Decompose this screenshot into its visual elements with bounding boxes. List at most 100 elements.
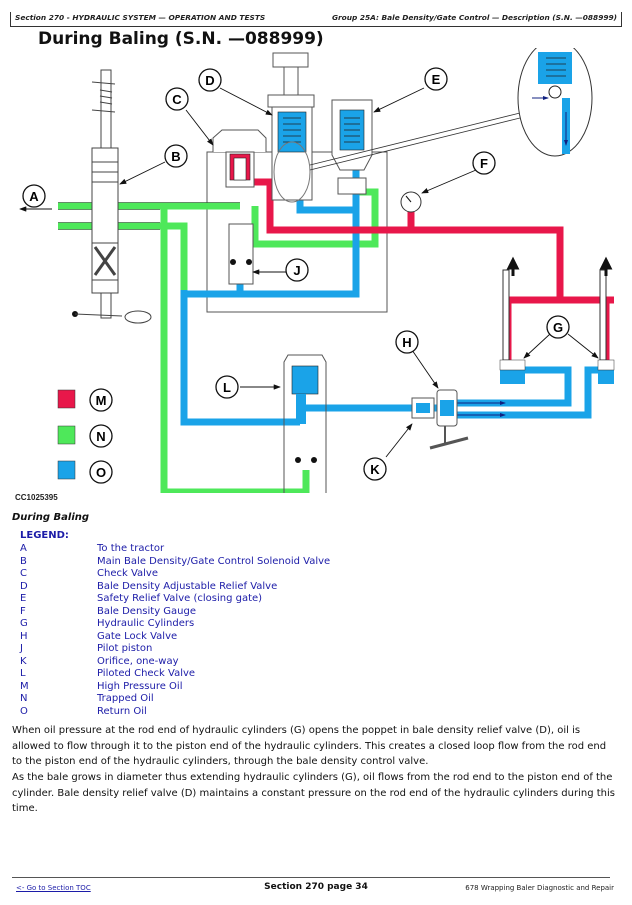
footer-divider (12, 877, 610, 878)
callout-f-label: F (480, 156, 488, 171)
callout-g-label: G (553, 320, 563, 335)
legend-label: Hydraulic Cylinders (97, 618, 195, 629)
check-valve (212, 129, 267, 188)
legend-item: M High Pressure Oil (20, 681, 330, 694)
callout-a: A (22, 184, 46, 208)
legend-key: C (20, 568, 27, 579)
legend-key: N (20, 693, 28, 704)
legend-key: K (20, 655, 27, 667)
callout-h: H (395, 330, 419, 354)
callout-e-label: E (432, 72, 441, 87)
legend-item: L Piloted Check Valve (20, 668, 330, 681)
legend-item: C Check Valve (20, 568, 330, 581)
legend-item: A To the tractor (20, 543, 330, 556)
legend-item: N Trapped Oil (20, 693, 330, 706)
bale-density-gauge (400, 191, 422, 213)
legend-item: F Bale Density Gauge (20, 606, 330, 619)
legend-key: A (20, 543, 27, 554)
callout-e: E (424, 67, 448, 91)
legend-label: Check Valve (97, 568, 158, 579)
legend-label: Pilot piston (97, 643, 153, 654)
legend-item: K Orifice, one-way (20, 656, 330, 669)
section-header: Section 270 - HYDRAULIC SYSTEM — OPERATI… (15, 13, 266, 22)
legend-item: H Gate Lock Valve (20, 631, 330, 644)
trapped-oil-swatch (57, 425, 76, 445)
callout-f: F (472, 151, 496, 175)
callout-l: L (215, 375, 239, 399)
callout-d: D (198, 68, 222, 92)
detail-magnifier (309, 48, 593, 171)
return-oil-lines (180, 160, 614, 426)
legend-label: Gate Lock Valve (97, 630, 178, 642)
callout-b-label: B (171, 149, 180, 164)
legend-key: H (20, 630, 28, 642)
callout-a-label: A (29, 189, 39, 204)
hydraulic-diagram: A B C D E F G H J K L M N O (19, 48, 615, 493)
callout-l-label: L (223, 380, 231, 395)
leader-arrows (19, 87, 599, 458)
bale-density-relief-valve (267, 52, 315, 203)
callout-m: M (89, 388, 113, 412)
page-header: Section 270 - HYDRAULIC SYSTEM — OPERATI… (10, 12, 622, 27)
legend-item: G Hydraulic Cylinders (20, 618, 330, 631)
callout-g: G (546, 315, 570, 339)
legend-label: Safety Relief Valve (closing gate) (97, 593, 263, 604)
legend-label: To the tractor (97, 543, 165, 554)
callout-o: O (89, 460, 113, 484)
return-oil-swatch (57, 460, 76, 480)
legend-key: F (20, 605, 26, 617)
group-header: Group 25A: Bale Density/Gate Control — D… (331, 13, 617, 22)
legend-label: Bale Density Gauge (97, 605, 197, 617)
description-paragraph: When oil pressure at the rod end of hydr… (12, 725, 607, 767)
gate-lock-valve (411, 389, 469, 450)
pilot-piston (228, 223, 254, 285)
legend-title: LEGEND: (20, 530, 69, 541)
figure-caption: During Baling (12, 512, 90, 523)
section-toc-link[interactable]: <- Go to Section TOC (16, 884, 91, 892)
safety-relief-valve (331, 99, 373, 195)
legend-key: E (20, 593, 27, 604)
callout-b: B (164, 144, 188, 168)
callout-c-label: C (172, 92, 182, 107)
legend-key: D (20, 580, 28, 592)
legend-key: J (20, 643, 23, 654)
page-number: Section 270 page 34 (264, 882, 368, 892)
legend-label: Orifice, one-way (97, 655, 179, 667)
callout-h-label: H (402, 335, 411, 350)
callout-d-label: D (205, 73, 214, 88)
manual-title: 678 Wrapping Baler Diagnostic and Repair (465, 884, 614, 892)
callout-j-label: J (293, 263, 300, 278)
piloted-check-valve (283, 354, 327, 493)
legend-label: Bale Density Adjustable Relief Valve (97, 580, 278, 592)
legend-list: A To the tractor B Main Bale Density/Gate … (20, 543, 330, 718)
legend-item: J Pilot piston (20, 643, 330, 656)
legend-key: M (20, 680, 29, 692)
hydraulic-cylinders (438, 256, 615, 417)
callout-k-label: K (370, 462, 380, 477)
legend-label: Piloted Check Valve (97, 668, 196, 679)
callout-n-label: N (96, 429, 105, 444)
legend-label: High Pressure Oil (97, 680, 183, 692)
high-pressure-swatch (57, 389, 76, 409)
legend-key: B (20, 555, 27, 567)
description-paragraph: As the bale grows in diameter thus exten… (12, 772, 615, 814)
legend-label: Trapped Oil (97, 693, 154, 704)
legend-key: G (20, 618, 28, 629)
callout-j: J (285, 258, 309, 282)
legend-item: E Safety Relief Valve (closing gate) (20, 593, 330, 606)
legend-label: Return Oil (97, 705, 147, 717)
legend-item: D Bale Density Adjustable Relief Valve (20, 581, 330, 594)
figure-id: CC1025395 (15, 493, 58, 502)
callout-k: K (363, 457, 387, 481)
callout-m-label: M (96, 393, 107, 408)
legend-label: Main Bale Density/Gate Control Solenoid … (97, 555, 331, 567)
legend-item: O Return Oil (20, 706, 330, 719)
solenoid-valve (72, 69, 152, 324)
legend-key: O (20, 705, 28, 717)
callout-n: N (89, 424, 113, 448)
callout-o-label: O (96, 465, 106, 480)
legend-item: B Main Bale Density/Gate Control Solenoid… (20, 556, 330, 569)
callout-c: C (165, 87, 189, 111)
legend-key: L (20, 668, 26, 679)
page-title: During Baling (S.N. —088999) (38, 29, 324, 49)
